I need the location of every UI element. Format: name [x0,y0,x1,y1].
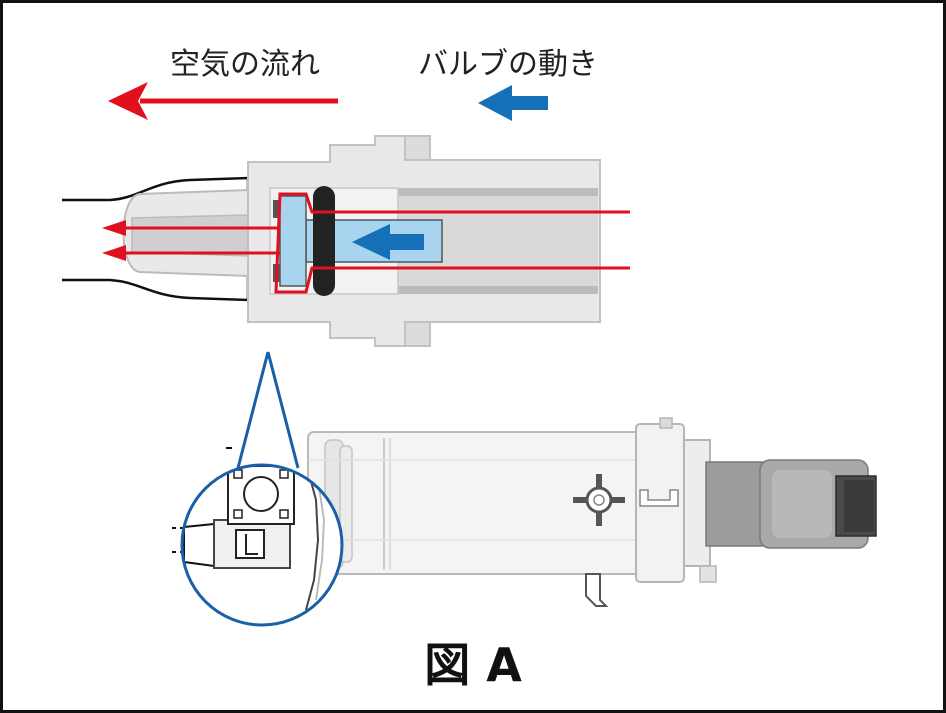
valve-motion-arrow-inner [352,224,424,260]
valve-cross-section [62,135,630,347]
valve-side-view [172,417,877,607]
knob-icon [573,474,625,526]
callout-pointer [236,351,300,469]
air-flow-arrow-upper [102,220,280,236]
air-flow-label: 空気の流れ [170,47,320,82]
valve-motion-legend-arrow [478,85,548,121]
air-flow-legend-arrow [108,82,338,120]
air-flow-arrow-lower [102,245,280,261]
valve-motion-label: バルブの動き [418,47,598,82]
figure-caption: 図 A [424,638,522,692]
callout-magnifier [180,463,344,627]
